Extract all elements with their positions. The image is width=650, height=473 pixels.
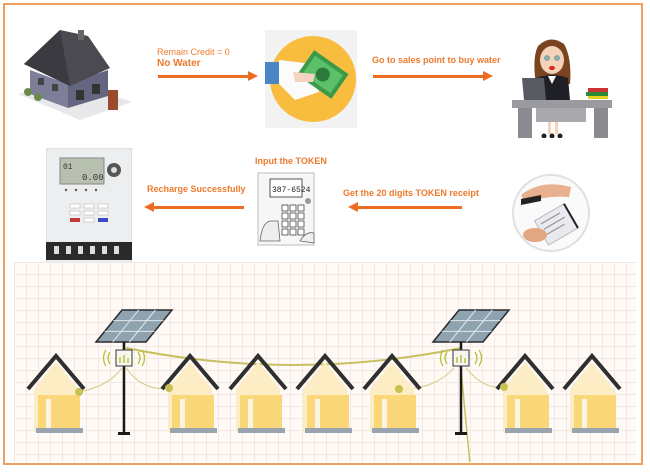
- house-icon: [26, 352, 86, 433]
- connection-point: [75, 388, 83, 396]
- step2-label: Go to sales point to buy water: [372, 55, 501, 65]
- token-keypad-icon: 387-6524: [256, 171, 316, 247]
- step3-label: Get the 20 digits TOKEN receipt: [343, 188, 479, 198]
- keypad-display: 387-6524: [272, 186, 311, 195]
- ground-wire: [460, 369, 471, 462]
- no-water-text: No Water: [157, 58, 201, 69]
- solar-panel-icon: [94, 309, 174, 435]
- remain-credit-text: Remain Credit = 0: [157, 47, 230, 57]
- step4-label: Input the TOKEN: [255, 156, 327, 166]
- wireless-signal-icon: [137, 349, 146, 367]
- wireless-signal-icon: [474, 349, 483, 367]
- house-icon: [495, 352, 555, 433]
- house-icon: [562, 352, 622, 433]
- house-icon: [160, 352, 220, 433]
- step1-label: Remain Credit = 0 No Water: [157, 47, 230, 69]
- solar-panel-icon: [431, 309, 511, 435]
- money-payment-icon: [265, 30, 357, 128]
- connection-point: [165, 384, 173, 392]
- connection-point: [500, 383, 508, 391]
- wireless-signal-icon: [102, 349, 111, 367]
- house-icon: [295, 352, 355, 433]
- arrow-step3: [348, 202, 462, 212]
- house-icon: [228, 352, 288, 433]
- arrow-step2: [373, 71, 493, 81]
- meter-display-value: 0.00: [82, 173, 104, 183]
- wireless-signal-icon: [439, 349, 448, 367]
- step5-label: Recharge Successfully: [147, 184, 246, 194]
- prepaid-meter-icon: 01 0.00: [46, 148, 132, 282]
- arrow-step5: [144, 202, 244, 212]
- connection-point: [395, 385, 403, 393]
- arrow-step1: [158, 71, 258, 81]
- branch-wire: [78, 367, 123, 393]
- house-icon: [362, 352, 422, 433]
- meter-display-left: 01: [63, 163, 73, 172]
- village-scene: [14, 262, 636, 462]
- main-wire: [125, 347, 462, 366]
- token-receipt-icon: [511, 173, 591, 253]
- house-icon: [10, 22, 135, 122]
- sales-clerk-icon: [508, 38, 618, 138]
